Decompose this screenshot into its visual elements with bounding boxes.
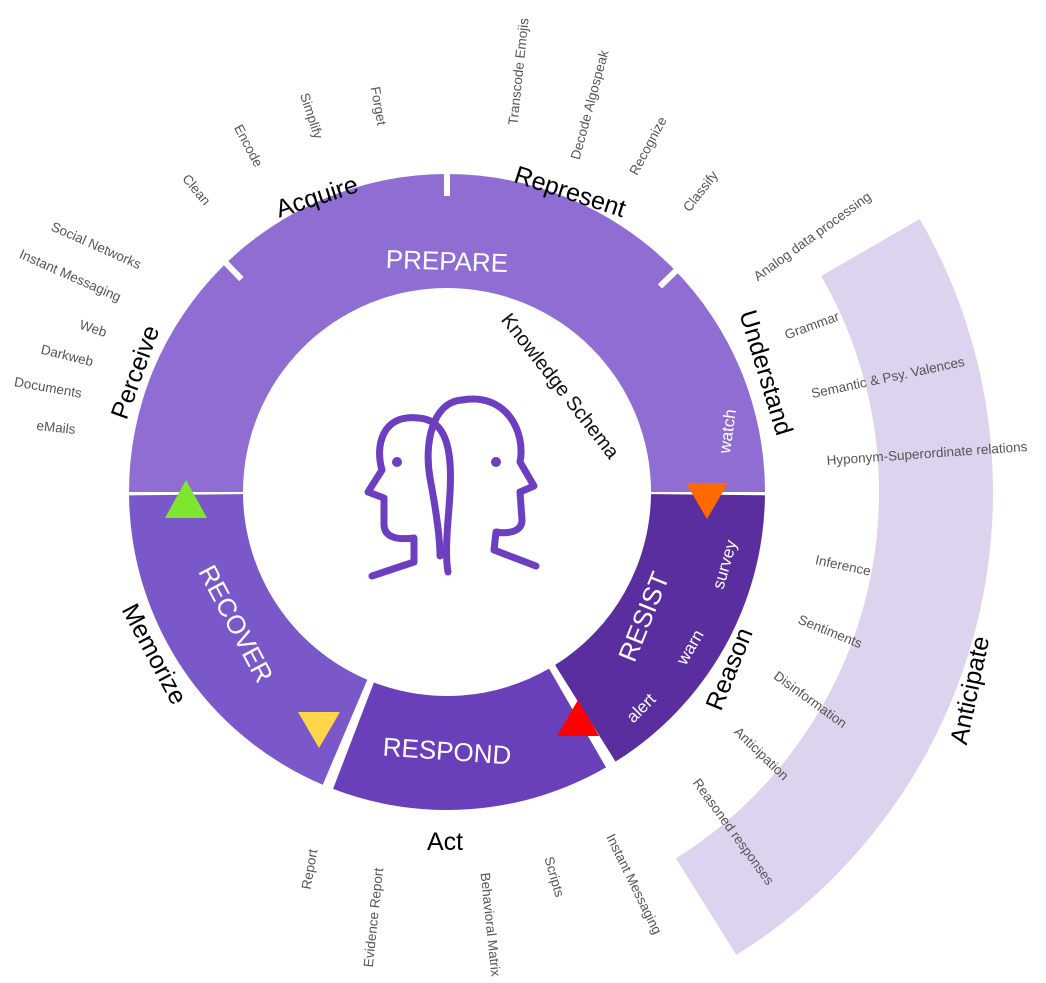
separator-tick (222, 259, 244, 282)
prepare-segment[interactable] (129, 174, 765, 492)
perceive-item: Documents (13, 374, 83, 401)
represent-item: Transcode Emojis (505, 17, 531, 126)
understand-item: Grammar (782, 309, 841, 343)
acquire-item: Encode (231, 122, 266, 169)
perceive-item: eMails (36, 418, 77, 437)
red-triangle-marker (557, 700, 599, 736)
reason-item: Inference (814, 552, 872, 578)
reason-item: Sentiments (796, 612, 864, 651)
act-item: Report (299, 848, 321, 891)
acquire-item: Simplify (297, 91, 326, 141)
prepare-label: PREPARE (385, 244, 508, 278)
represent-item: Recognize (626, 114, 669, 177)
perceive-item: Darkweb (39, 342, 94, 369)
reason-item: Anticipation (731, 724, 792, 783)
perceive-item: Web (78, 317, 109, 340)
act-item: Evidence Report (361, 867, 386, 968)
represent-item: Classify (680, 168, 721, 215)
green-triangle-marker (165, 480, 207, 518)
act-item: Instant Messaging (603, 832, 665, 937)
represent-item: Decode Algospeak (568, 48, 612, 161)
orange-triangle-marker (686, 483, 728, 519)
act-item: Behavioral Matrix (478, 872, 504, 978)
anticipate-band (675, 219, 993, 956)
act-label: Act (427, 828, 463, 856)
resist-segment[interactable] (555, 494, 765, 762)
yellow-triangle-marker (298, 712, 340, 748)
act-item: Scripts (541, 855, 567, 899)
separator-tick (657, 267, 680, 289)
acquire-item: Clean (179, 171, 213, 208)
acquire-item: Forget (368, 85, 390, 126)
respond-segment[interactable] (333, 668, 606, 810)
two-heads-icon (364, 395, 540, 580)
